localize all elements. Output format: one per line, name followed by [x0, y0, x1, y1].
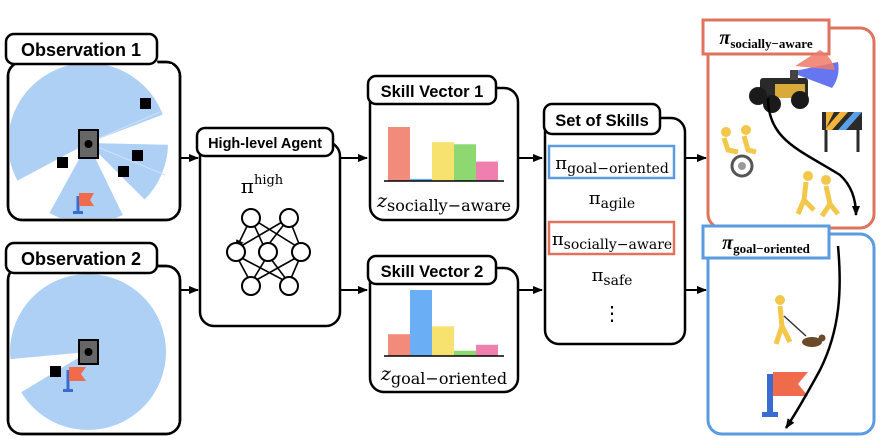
skill-vector-2-title: Skill Vector 2: [381, 263, 484, 281]
skill-weight-bar: [410, 178, 432, 181]
skill-vector-2-bars: [388, 290, 498, 356]
skill-weight-bar: [476, 161, 498, 181]
high-level-agent-title: High-level Agent: [208, 136, 322, 152]
skill-weight-bar: [410, 290, 432, 356]
neural-network-icon: [226, 208, 311, 296]
set-of-skills-panel: Set of Skills πgoal−oriented πagile πsoc…: [542, 102, 687, 346]
skill-agile: πagile: [589, 188, 635, 212]
skill-socially-aware-highlight: [547, 220, 676, 256]
skill-weight-bar: [476, 344, 498, 356]
goal-flag-icon: [63, 367, 86, 392]
high-level-agent-panel: High-level Agent πhigh: [195, 126, 342, 328]
skill-weight-bar: [432, 142, 454, 181]
obstacle-square: [118, 166, 129, 177]
observation-1-scene: [10, 64, 178, 218]
output-goal-oriented-label: πgoal−oriented: [722, 232, 810, 256]
skill-goal-oriented: πgoal−oriented: [555, 153, 669, 177]
trajectory-socially-aware: [766, 97, 860, 216]
skill-vector-1-title: Skill Vector 1: [381, 83, 484, 101]
skill-vector-2-panel: Skill Vector 2 zgoal−oriented: [366, 254, 520, 394]
output-socially-aware-label: πsocially−aware: [719, 27, 812, 51]
goal-flag-icon: [73, 193, 94, 214]
observation-2-title-tab: Observation 2: [4, 241, 159, 275]
goal-flag-icon: [762, 372, 808, 417]
skill-weight-bar: [388, 127, 410, 181]
observation-2-scene: [10, 274, 166, 430]
trajectory-goal-oriented: [784, 245, 841, 429]
skill-vector-1-bars: [388, 127, 498, 181]
observation-2-title: Observation 2: [21, 249, 141, 269]
obstacle-square: [132, 150, 143, 161]
skill-vector-1-label: zsocially−aware: [376, 190, 511, 215]
robot-icon: [78, 129, 99, 159]
person-walking-dog-icon: [773, 295, 826, 347]
robot-icon: [749, 50, 839, 113]
road-barrier-icon: [822, 112, 862, 152]
output-goal-oriented-panel: πgoal−oriented: [701, 224, 876, 436]
skill-weight-bar: [454, 144, 476, 181]
skill-goal-oriented-highlight: [547, 144, 676, 180]
observation-1-title: Observation 1: [21, 40, 141, 60]
skill-weight-bar: [388, 334, 410, 356]
skill-safe: πsafe: [592, 265, 633, 289]
skill-weight-bar: [432, 326, 454, 356]
high-level-policy-label: πhigh: [241, 173, 284, 198]
skill-vector-2-label: zgoal−oriented: [380, 363, 507, 388]
obstacle-square: [140, 98, 151, 109]
observation-1-title-tab: Observation 1: [4, 32, 172, 66]
robot-icon: [78, 339, 99, 365]
observation-2-panel: [6, 264, 182, 436]
output-socially-aware-panel: πsocially−aware: [701, 18, 876, 230]
observation-1-panel: [6, 60, 182, 222]
skill-weight-bar: [454, 350, 476, 356]
wheelchair-person-icon: [721, 125, 757, 178]
obstacle-square: [57, 157, 68, 168]
skill-vector-1-panel: Skill Vector 1 zsocially−aware: [366, 74, 520, 222]
skill-socially-aware: πsocially−aware: [552, 229, 672, 253]
pedestrians-icon: [795, 171, 840, 218]
skills-ellipsis: ⋮: [602, 301, 622, 325]
obstacle-square: [50, 366, 61, 377]
set-of-skills-title: Set of Skills: [555, 112, 649, 130]
